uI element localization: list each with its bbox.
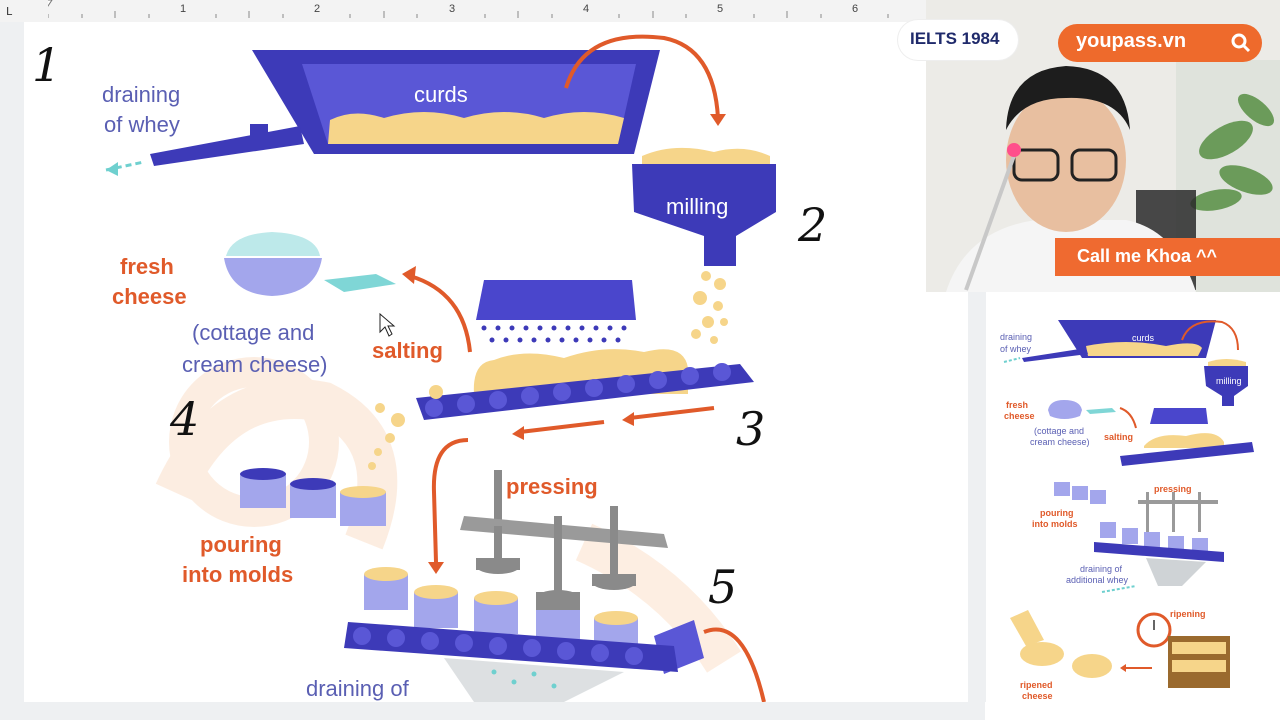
milling-hopper <box>632 164 776 266</box>
arrow-head <box>710 114 726 126</box>
thumb-label-draining-2: of whey <box>1000 344 1032 354</box>
ruler-number: 2 <box>314 3 321 15</box>
indent-marker <box>48 0 53 7</box>
pressing-rig <box>460 470 668 612</box>
thumb-label-cottage-2: cream cheese) <box>1030 437 1090 447</box>
ruler-number: 5 <box>717 3 724 15</box>
presenter-caption: Call me Khoa ^^ <box>1055 238 1280 276</box>
thumb-label-ripened-2: cheese <box>1022 691 1053 701</box>
ruler-number: 1 <box>180 3 187 15</box>
thumb-label-curds: curds <box>1132 333 1155 343</box>
thumb-label-fresh-2: cheese <box>1004 411 1035 421</box>
thumb-label-cottage: (cottage and <box>1034 426 1085 436</box>
thumb-label-pouring: pouring <box>1040 508 1074 518</box>
label-cottage-2: cream cheese) <box>182 352 328 377</box>
youpass-badge: youpass.vn <box>1058 24 1262 62</box>
handwritten-number: 1 <box>32 38 62 92</box>
ruler-number: 3 <box>449 3 456 15</box>
handwritten-number: 4 <box>170 392 200 446</box>
label-fresh-cheese: fresh <box>120 254 174 279</box>
label-pressing: pressing <box>506 474 598 499</box>
tab-selector[interactable]: L <box>6 5 13 18</box>
thumb-label-draining-additional: draining of <box>1080 564 1123 574</box>
label-milling: milling <box>666 194 729 219</box>
mouse-cursor-icon <box>379 312 396 337</box>
salt-shaker <box>476 280 636 320</box>
handwritten-number: 5 <box>708 560 738 614</box>
thumb-label-draining: draining <box>1000 332 1033 342</box>
thumbnail-diagram <box>1003 320 1254 688</box>
handwritten-number: 2 <box>798 198 828 252</box>
handwritten-number: 3 <box>736 402 766 456</box>
label-draining-of-whey: draining <box>102 82 181 107</box>
caption-text: Call me Khoa ^^ <box>1077 246 1218 266</box>
ruler-ticks <box>48 0 889 18</box>
thumb-label-fresh: fresh <box>1006 400 1029 410</box>
label-fresh-cheese-2: cheese <box>112 284 187 309</box>
label-draining-additional: draining of <box>306 676 409 701</box>
label-pouring-2: into molds <box>182 562 294 587</box>
ruler[interactable]: L 1 2 3 4 5 6 <box>0 0 985 23</box>
empty-molds <box>240 468 386 526</box>
search-icon <box>1231 33 1251 53</box>
label-salting: salting <box>372 338 443 363</box>
thumb-label-draining-additional-2: additional whey <box>1066 575 1129 585</box>
thumb-label-pressing: pressing <box>1154 484 1192 494</box>
cheese-block <box>324 274 396 292</box>
ielts-1984-logo: IELTS 1984 <box>898 20 1018 60</box>
cheese-process-diagram <box>105 34 776 702</box>
label-draining-of-whey-2: of whey <box>104 112 180 137</box>
ruler-number: 4 <box>583 3 590 15</box>
thumb-label-ripening: ripening <box>1170 609 1206 619</box>
thumb-label-ripened: ripened <box>1020 680 1053 690</box>
diagram-thumbnail: draining of whey curds milling fresh che… <box>986 296 1280 720</box>
label-curds: curds <box>414 82 468 107</box>
youpass-label: youpass.vn <box>1076 30 1187 52</box>
horizontal-scrollbar[interactable] <box>0 702 985 720</box>
ielts-brand-text: IELTS 1984 <box>910 29 1000 48</box>
left-margin <box>0 22 24 720</box>
thumb-label-milling: milling <box>1216 376 1242 386</box>
cheese-bowl <box>224 258 322 296</box>
document-page[interactable]: draining of whey curds milling fresh che… <box>24 22 968 702</box>
label-pouring: pouring <box>200 532 282 557</box>
whey-arrow <box>106 162 118 176</box>
thumb-label-pouring-2: into molds <box>1032 519 1078 529</box>
youpass-watermark <box>155 357 741 673</box>
label-cottage: (cottage and <box>192 320 315 345</box>
ruler-number: 6 <box>852 3 859 15</box>
thumb-label-salting: salting <box>1104 432 1134 442</box>
